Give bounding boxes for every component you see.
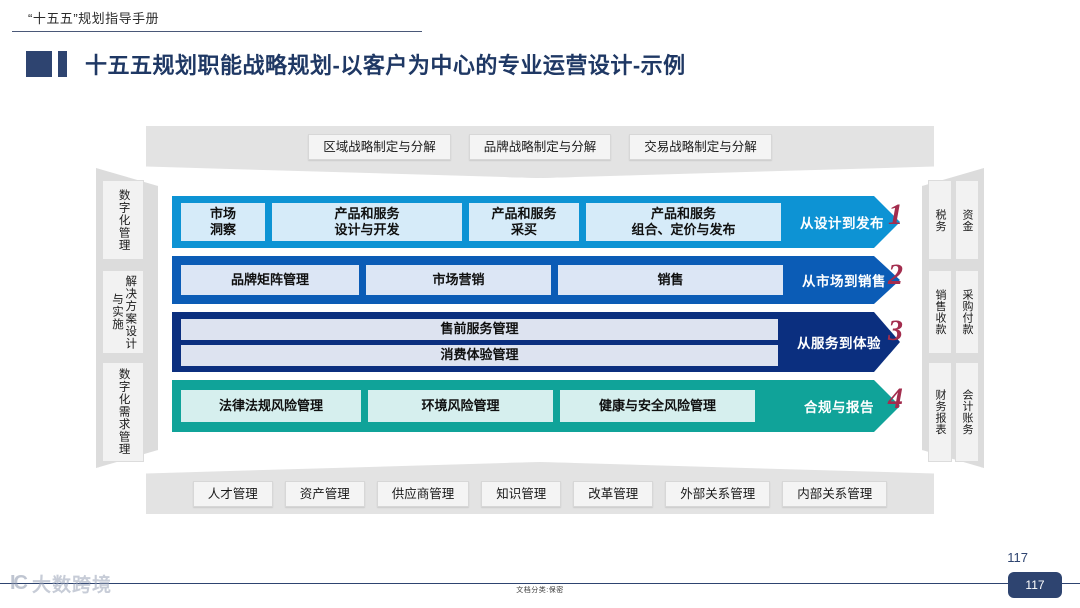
top-band-chip[interactable]: 品牌战略制定与分解 [468,134,612,160]
watermark: IC 大数跨境 [10,570,112,597]
title-square-small-icon [58,51,67,77]
process-row-4[interactable]: 法律法规风险管理环境风险管理健康与安全风险管理 合规与报告 [172,380,900,432]
process-row-tag: 从设计到发布 [800,216,884,231]
top-band-chip[interactable]: 交易战略制定与分解 [629,134,772,160]
bottom-band-chip[interactable]: 资产管理 [284,481,365,507]
process-step-number: 3 [888,314,903,347]
process-architecture-diagram: 区域战略制定与分解品牌战略制定与分解交易战略制定与分解 市场 洞察产品和服务 设… [0,118,1080,528]
process-row-1[interactable]: 市场 洞察产品和服务 设计与开发产品和服务 采买产品和服务 组合、定价与发布 从设… [172,196,900,248]
process-row-tag: 合规与报告 [804,400,874,415]
bottom-band-chip[interactable]: 外部关系管理 [665,481,771,507]
process-item-box[interactable]: 市场 洞察 [181,203,265,241]
breadcrumb: “十五五”规划指导手册 [28,11,160,26]
process-step-number: 4 [888,382,903,415]
process-row-tag: 从市场到销售 [802,274,886,289]
process-row-3[interactable]: 售前服务管理消费体验管理 从服务到体验 [172,312,900,372]
top-band-chip[interactable]: 区域战略制定与分解 [308,134,451,160]
process-item-box[interactable]: 法律法规风险管理 [181,390,361,422]
left-rail-chip[interactable]: 解决方案设计与实施 [102,270,144,354]
bottom-band-chip-group: 人才管理资产管理供应商管理知识管理改革管理外部关系管理内部关系管理 [150,480,930,508]
process-row-2[interactable]: 品牌矩阵管理市场营销销售 从市场到销售 [172,256,900,304]
page-number-badge: 117 [1008,572,1062,598]
process-item-box[interactable]: 消费体验管理 [181,345,778,366]
process-item-box[interactable]: 市场营销 [366,265,551,295]
right-rail-chip[interactable]: 税务 [928,180,952,260]
process-item-box[interactable]: 产品和服务 组合、定价与发布 [586,203,781,241]
process-step-number: 2 [888,258,903,291]
header-divider [12,31,422,32]
right-rail-chip[interactable]: 财务报表 [928,362,952,462]
bottom-band-chip[interactable]: 改革管理 [573,481,654,507]
bottom-band-chip[interactable]: 内部关系管理 [782,481,888,507]
process-item-box[interactable]: 售前服务管理 [181,319,778,340]
right-rail-chip[interactable]: 资金 [955,180,979,260]
right-rail-chip[interactable]: 销售收款 [928,270,952,354]
page-number-top: 117 [1007,550,1028,565]
footer-divider [0,583,1080,584]
page-title-block: 十五五规划职能战略规划-以客户为中心的专业运营设计-示例 [26,48,686,80]
right-rail-chip[interactable]: 采购付款 [955,270,979,354]
right-rail-chip[interactable]: 会计账务 [955,362,979,462]
left-rail-chip[interactable]: 数字化管理 [102,180,144,260]
bottom-band-chip[interactable]: 人才管理 [192,481,273,507]
title-square-large-icon [26,51,52,77]
watermark-text: 大数跨境 [32,575,113,596]
process-row-items: 售前服务管理消费体验管理 [172,319,778,366]
process-item-box[interactable]: 产品和服务 采买 [469,203,579,241]
process-row-items: 品牌矩阵管理市场营销销售 [172,265,783,295]
watermark-logo-icon: IC [10,572,28,594]
bottom-band-chip[interactable]: 知识管理 [481,481,562,507]
process-item-box[interactable]: 健康与安全风险管理 [560,390,755,422]
process-item-box[interactable]: 环境风险管理 [368,390,553,422]
process-item-box[interactable]: 销售 [558,265,783,295]
left-rail-chip[interactable]: 数字化需求管理 [102,362,144,462]
process-row-tag: 从服务到体验 [797,336,881,351]
process-item-box[interactable]: 品牌矩阵管理 [181,265,359,295]
document-classification: 文档分类:保密 [516,587,564,594]
process-row-items: 市场 洞察产品和服务 设计与开发产品和服务 采买产品和服务 组合、定价与发布 [172,203,781,241]
process-step-number: 1 [888,198,903,231]
process-item-box[interactable]: 产品和服务 设计与开发 [272,203,462,241]
page-title: 十五五规划职能战略规划-以客户为中心的专业运营设计-示例 [85,53,686,78]
bottom-band-chip[interactable]: 供应商管理 [376,481,470,507]
top-band-chip-group: 区域战略制定与分解品牌战略制定与分解交易战略制定与分解 [146,132,934,162]
process-row-items: 法律法规风险管理环境风险管理健康与安全风险管理 [172,390,778,422]
